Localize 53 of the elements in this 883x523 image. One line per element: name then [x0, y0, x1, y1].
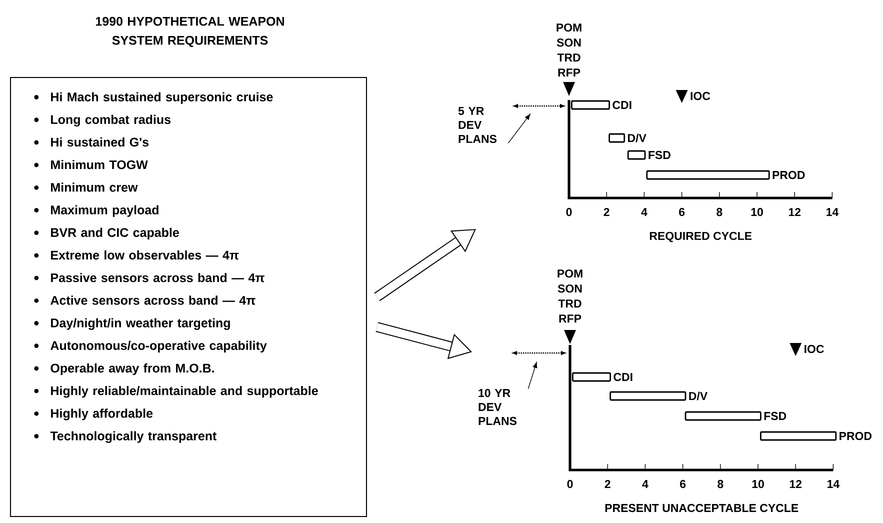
tick-label: 12 [790, 480, 802, 488]
bullet-item: Highly affordable [34, 408, 153, 420]
tick-label: 2 [604, 208, 610, 216]
tick-label: 14 [826, 208, 839, 216]
tick-label: 8 [716, 208, 722, 216]
bullet-item: Day/night/in weather targeting [34, 318, 230, 330]
chart-caption: PRESENT UNACCEPTABLE CYCLE [605, 504, 798, 512]
bullet-item: Passive sensors across band — 4π [34, 273, 264, 282]
bar-label: PROD [772, 170, 805, 180]
bar-label: D/V [628, 134, 646, 142]
bullet-item: Autonomous/co-operative capability [34, 340, 267, 352]
tick-label: 0 [566, 208, 572, 216]
bullet-item: Extreme low observables — 4π [34, 250, 239, 260]
bullet-item: Maximum payload [34, 205, 158, 217]
milestone-label: POM SON TRD RFP [558, 270, 582, 323]
milestone-label: IOC [804, 344, 824, 354]
milestone-label: IOC [690, 92, 710, 100]
leader-line [528, 362, 538, 390]
bullet-item: Minimum TOGW [34, 160, 148, 170]
bar-label: FSD [648, 150, 670, 160]
note-text: 10 YR DEV PLANS [478, 388, 517, 426]
bullet-item: Highly reliable/maintainable and supportable [34, 386, 318, 398]
bullet-item: Technologically transparent [34, 431, 217, 443]
tick-label: 8 [718, 480, 724, 488]
tick-label: 4 [641, 208, 648, 216]
block-arrow [374, 229, 476, 302]
tick-label: 6 [679, 208, 685, 216]
note-text: 5 YR DEV PLANS [458, 107, 497, 144]
bullet-item: BVR and CIC capable [34, 228, 179, 240]
tick-label: 6 [680, 480, 686, 488]
chart-caption: REQUIRED CYCLE [650, 232, 752, 242]
bar-label: D/V [689, 392, 708, 400]
tick-label: 10 [751, 208, 763, 216]
bar-label: CDI [612, 100, 632, 110]
bullet-item: Minimum crew [34, 182, 138, 192]
bullet-item: Active sensors across band — 4π [34, 296, 256, 305]
tick-label: 10 [752, 480, 764, 488]
tick-label: 0 [567, 480, 573, 488]
tick-label: 4 [642, 480, 648, 488]
bar-label: PROD [840, 432, 872, 440]
tick-label: 2 [604, 480, 610, 488]
leader-line [508, 114, 530, 144]
bullet-item: Operable away from M.O.B. [34, 363, 214, 376]
bullet-item: Long combat radius [34, 114, 171, 127]
requirements-box [10, 77, 367, 517]
bar-label: CDI [614, 372, 632, 382]
bullet-item: Hi sustained G's [34, 137, 149, 147]
bullet-item: Hi Mach sustained supersonic cruise [34, 92, 273, 104]
heading: 1990 HYPOTHETICAL WEAPON SYSTEM REQUIREMENTS [96, 16, 284, 48]
tick-label: 12 [788, 208, 801, 216]
milestone-label: POM SON TRD RFP [556, 24, 582, 77]
tick-label: 14 [828, 480, 840, 488]
bar-label: FSD [764, 412, 786, 420]
